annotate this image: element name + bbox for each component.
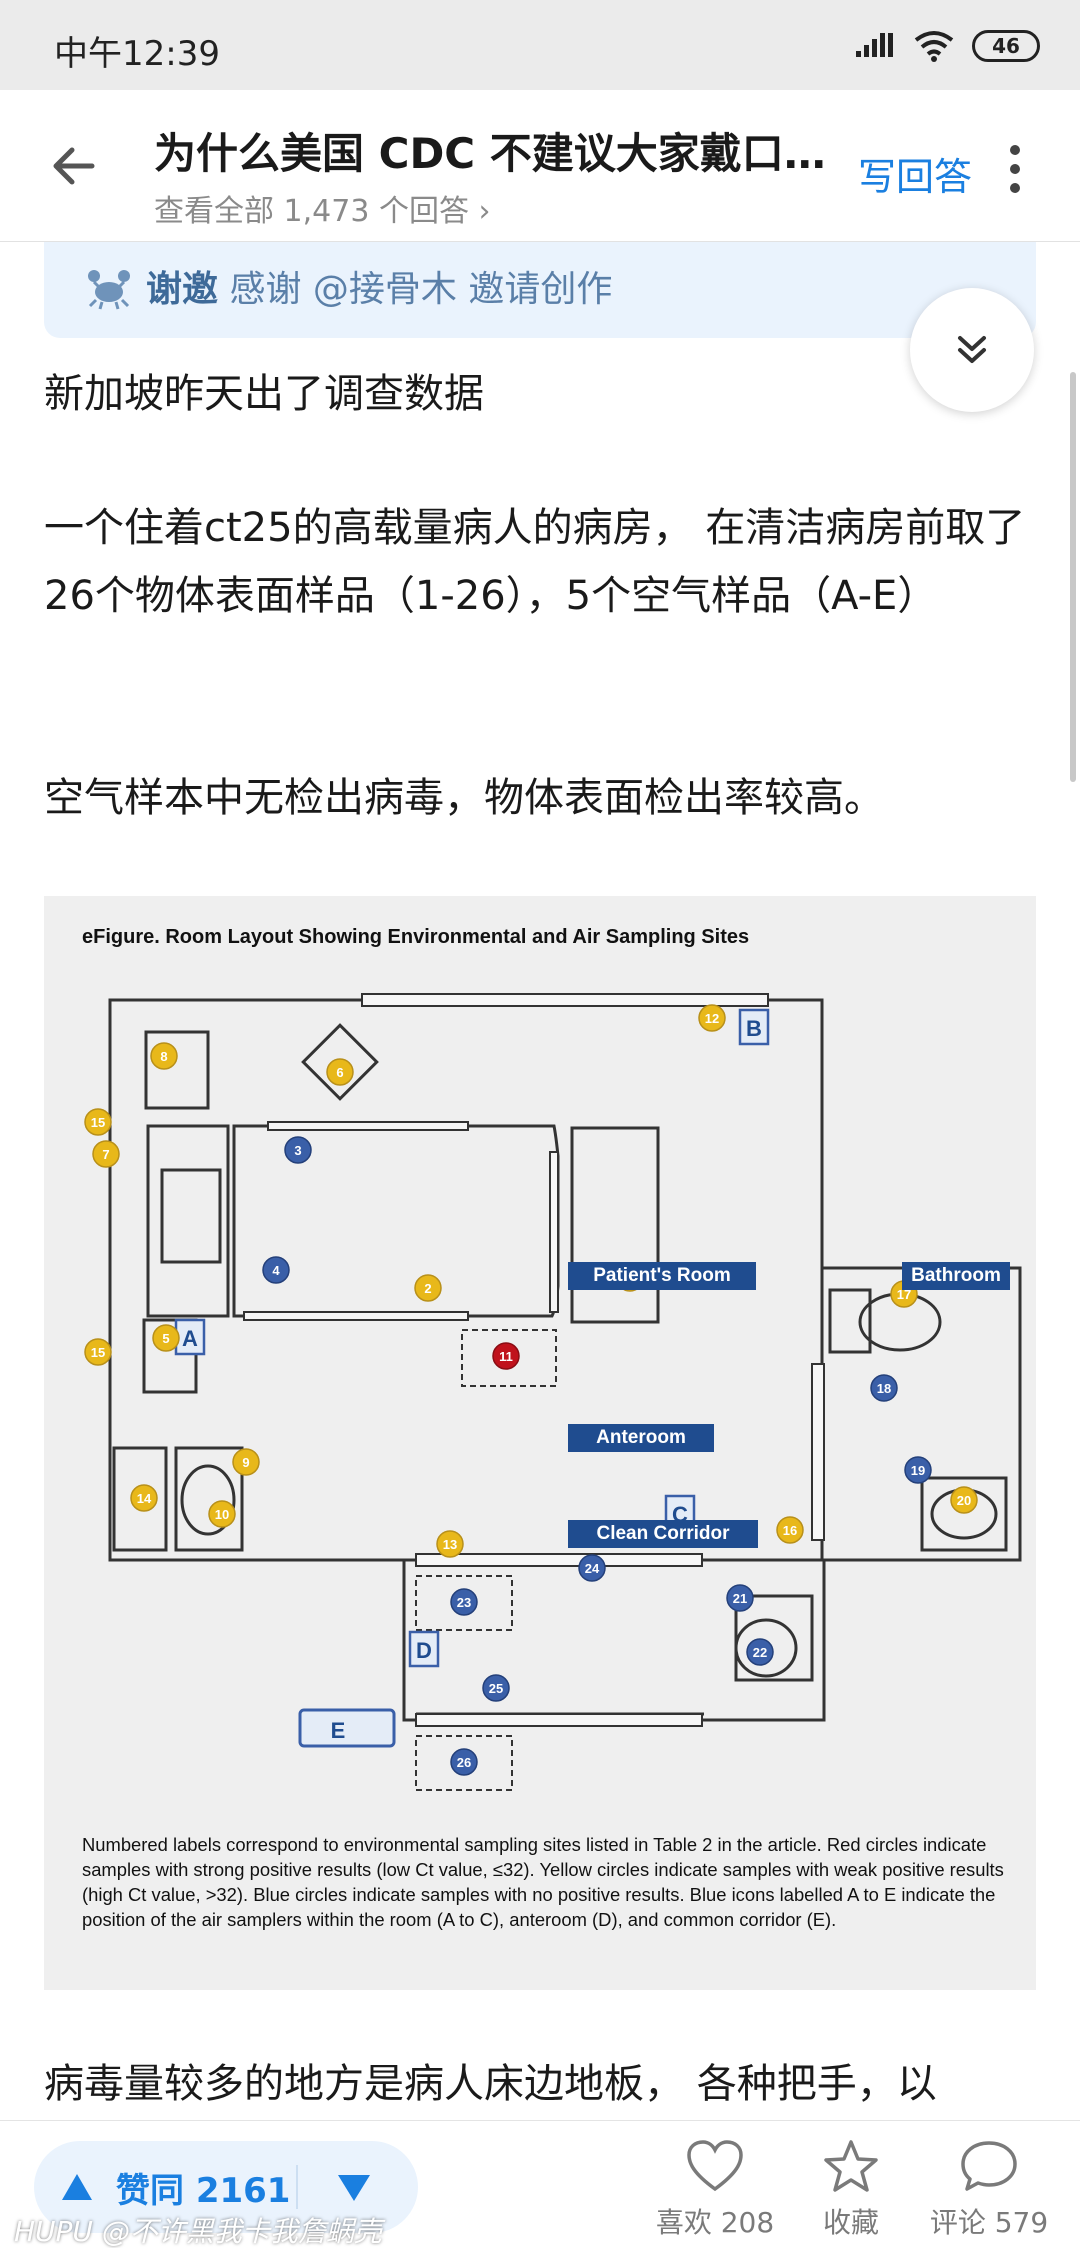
collect-button[interactable]: 收藏 [786,2139,916,2241]
wifi-icon [914,31,954,62]
svg-text:22: 22 [753,1645,767,1660]
svg-text:B: B [746,1016,762,1041]
svg-text:17: 17 [897,1287,911,1302]
write-answer-button[interactable]: 写回答 [858,155,973,199]
svg-text:7: 7 [102,1147,109,1162]
room-layout-figure[interactable]: eFigure. Room Layout Showing Environment… [44,896,1036,1990]
invite-text: 谢邀 感谢 @接骨木 邀请创作 [146,260,612,312]
bottom-action-bar: 赞同 2161 喜欢 208 收藏 评论 579 [0,2120,1080,2248]
invite-banner: 谢邀 感谢 @接骨木 邀请创作 [44,242,1036,338]
clean-corridor-label: Clean Corridor [568,1520,758,1548]
air-sampler-e: E [298,1708,396,1748]
star-icon [824,2140,878,2192]
svg-text:25: 25 [489,1681,503,1696]
svg-text:D: D [416,1638,432,1663]
comment-label: 评论 579 [929,2206,1049,2239]
svg-text:11: 11 [499,1349,513,1364]
svg-text:8: 8 [160,1049,167,1064]
signal-icon [856,33,893,57]
svg-text:A: A [182,1326,198,1351]
paragraph-4: 病毒量较多的地方是病人床边地板， 各种把手，以 [44,2061,937,2107]
vote-pill: 赞同 2161 [34,2141,418,2233]
svg-text:18: 18 [877,1381,891,1396]
more-options-icon[interactable] [1000,142,1030,196]
svg-text:12: 12 [705,1011,719,1026]
svg-text:2: 2 [424,1281,431,1296]
bathroom-label: Bathroom [902,1262,1010,1290]
collect-label: 收藏 [822,2206,879,2239]
svg-text:15: 15 [91,1345,105,1360]
svg-text:24: 24 [585,1561,600,1576]
figure-title: eFigure. Room Layout Showing Environment… [82,926,750,948]
svg-text:E: E [331,1718,346,1743]
upvote-button[interactable]: 赞同 2161 [60,2141,290,2233]
status-time: 中午12:39 [54,34,220,74]
svg-text:21: 21 [733,1591,747,1606]
status-icons: 46 [856,26,1040,66]
paragraph-2: 一个住着ct25的高载量病人的病房， 在清洁病房前取了26个物体表面样品（1-2… [44,505,1026,619]
patients-room-label: Patient's Room [568,1262,756,1290]
invite-prefix: 谢邀 [146,269,219,310]
collapse-button[interactable] [910,288,1034,412]
paragraph-1: 新加坡昨天出了调查数据 [44,371,484,417]
heart-icon [687,2140,743,2192]
figure-caption: Numbered labels correspond to environmen… [82,1834,1004,1930]
question-header: 为什么美国 CDC 不建议大家戴口罩？ 查看全部 1,473 个回答 › 写回答 [0,90,1080,242]
question-title[interactable]: 为什么美国 CDC 不建议大家戴口罩？ [154,129,834,178]
battery-icon: 46 [972,30,1040,62]
svg-text:20: 20 [957,1493,971,1508]
svg-text:16: 16 [783,1523,797,1538]
invite-body[interactable]: 感谢 @接骨木 邀请创作 [218,269,613,310]
svg-text:4: 4 [272,1263,280,1278]
svg-text:5: 5 [162,1331,169,1346]
svg-text:19: 19 [911,1463,925,1478]
anteroom-label: Anteroom [568,1424,714,1452]
like-label: 喜欢 208 [655,2206,775,2239]
svg-text:14: 14 [137,1491,152,1506]
downvote-button[interactable] [334,2167,374,2207]
triangle-up-icon [62,2174,92,2200]
upvote-label: 赞同 2161 [116,2170,291,2211]
svg-text:3: 3 [294,1143,301,1158]
comment-bubble-icon [961,2141,1017,2191]
scrollbar-thumb[interactable] [1070,372,1076,782]
status-bar: 中午12:39 46 [0,0,1080,90]
svg-text:15: 15 [91,1115,105,1130]
paragraph-3: 空气样本中无检出病毒，物体表面检出率较高。 [44,775,884,821]
vote-divider [296,2165,298,2209]
back-arrow-icon[interactable] [44,136,104,196]
svg-text:10: 10 [215,1507,229,1522]
svg-text:26: 26 [457,1755,471,1770]
svg-text:13: 13 [443,1537,457,1552]
comment-button[interactable]: 评论 579 [924,2139,1054,2241]
floor-plan: E A B C D [84,993,1022,1791]
svg-text:9: 9 [242,1455,249,1470]
svg-text:6: 6 [336,1065,343,1080]
view-all-answers-link[interactable]: 查看全部 1,473 个回答 › [154,194,491,229]
like-button[interactable]: 喜欢 208 [650,2139,780,2241]
double-chevron-down-icon [958,336,986,363]
watermark: HUPU @不许黑我卡我詹蜗壳 [14,2215,382,2248]
svg-text:23: 23 [457,1595,471,1610]
invite-crab-icon [88,270,130,310]
